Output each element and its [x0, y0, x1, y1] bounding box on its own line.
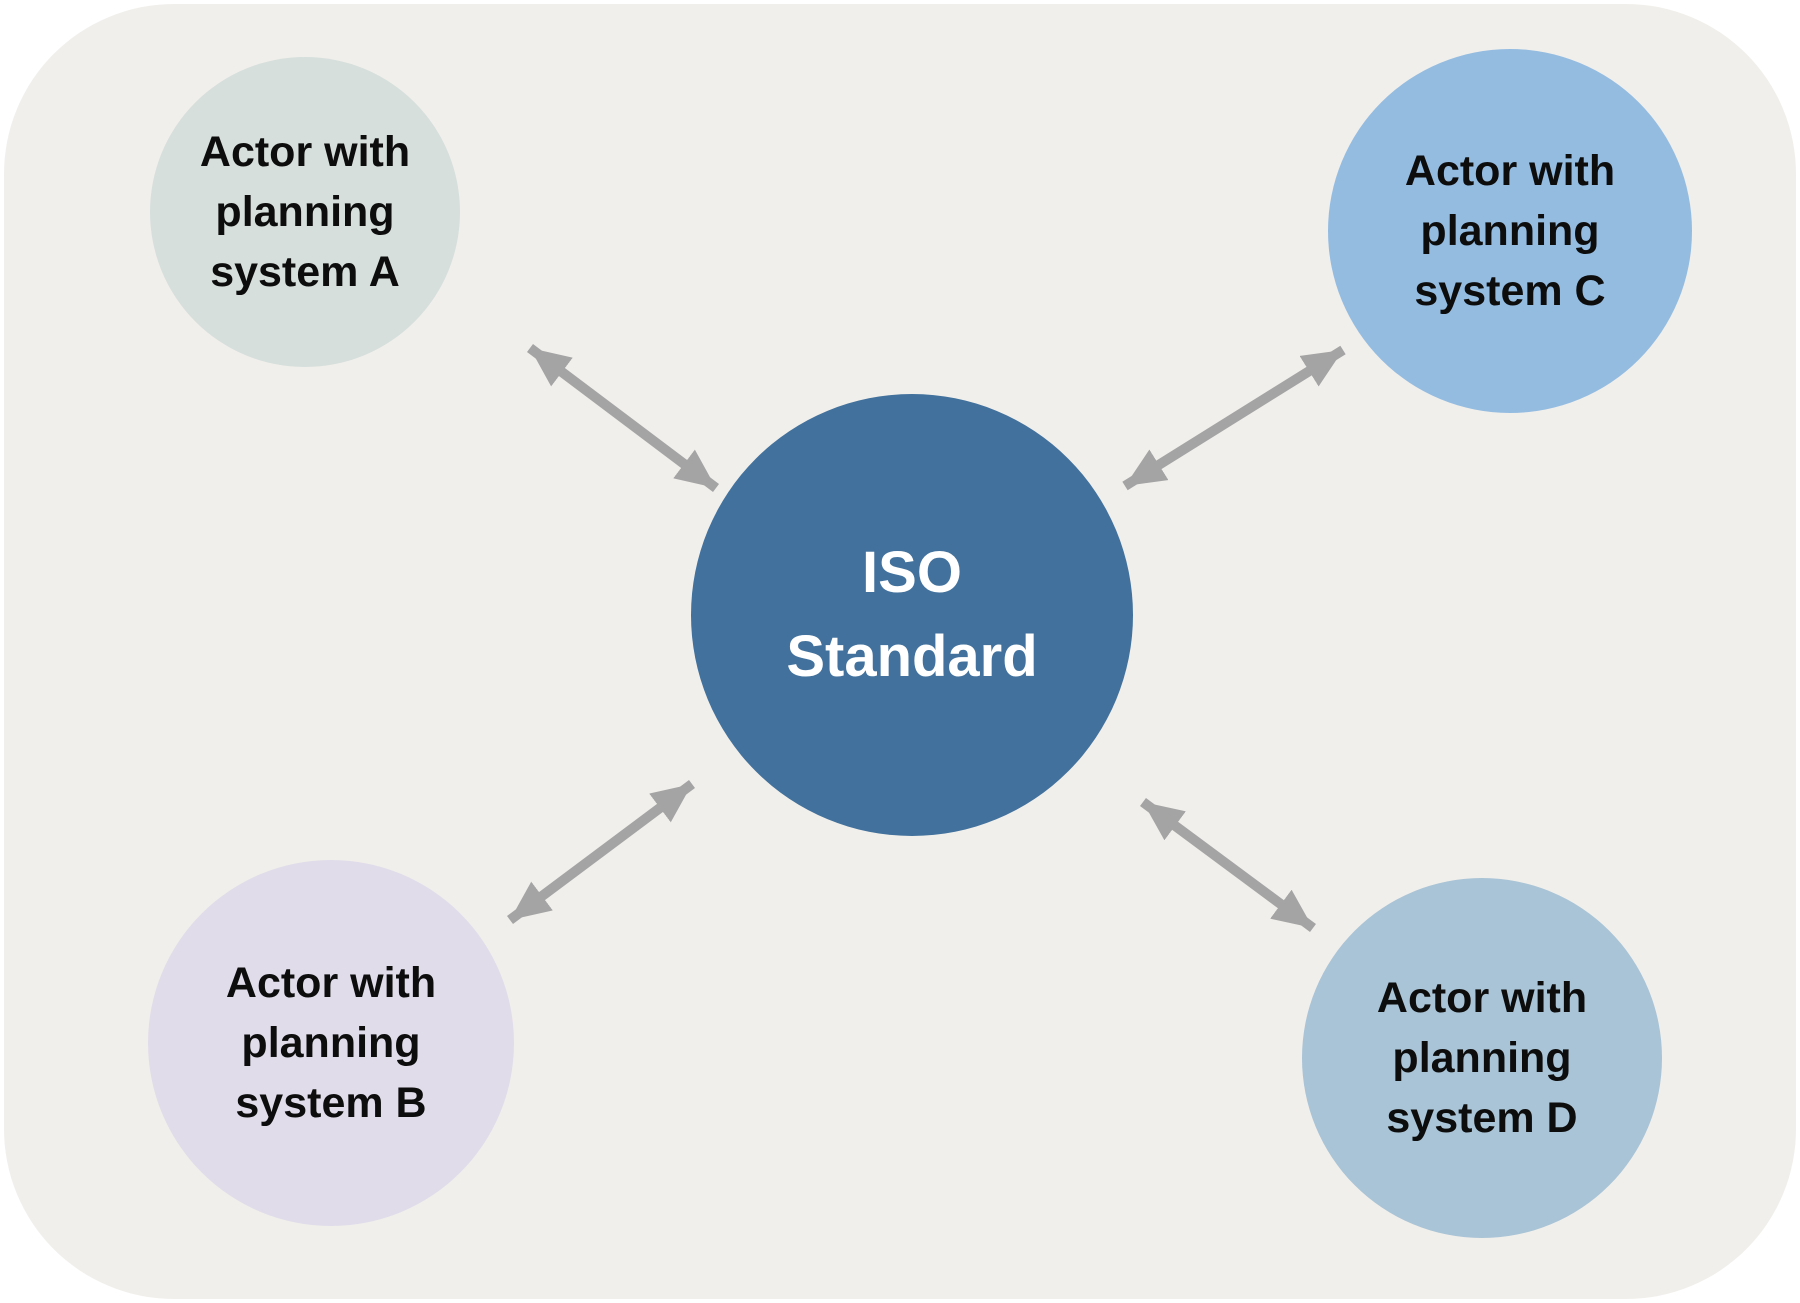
actor-d-label-line3: system D	[1386, 1094, 1578, 1142]
iso-standard-label-line2: Standard	[786, 624, 1038, 689]
actor-b-circle: Actor with planning system B	[148, 860, 514, 1226]
actor-b-label-line1: Actor with	[225, 959, 437, 1007]
actor-a-label-line2: planning	[215, 188, 395, 236]
actor-d-label-line2: planning	[1392, 1034, 1572, 1082]
iso-standard-label-line1: ISO	[862, 540, 962, 605]
actor-d-circle: Actor with planning system D	[1302, 878, 1662, 1238]
actor-a-label-line3: system A	[210, 248, 400, 296]
actor-b-label-line3: system B	[235, 1079, 427, 1127]
actor-b-label-line2: planning	[241, 1019, 421, 1067]
actor-a-label-line1: Actor with	[199, 128, 411, 176]
actor-c-label-line3: system C	[1414, 267, 1606, 315]
iso-standard-circle: ISO Standard	[691, 394, 1133, 836]
actor-a-circle: Actor with planning system A	[150, 57, 460, 367]
actor-c-circle: Actor with planning system C	[1328, 49, 1692, 413]
actor-c-label-line2: planning	[1420, 207, 1600, 255]
actor-c-label-line1: Actor with	[1404, 147, 1616, 195]
actor-d-label-line1: Actor with	[1376, 974, 1588, 1022]
